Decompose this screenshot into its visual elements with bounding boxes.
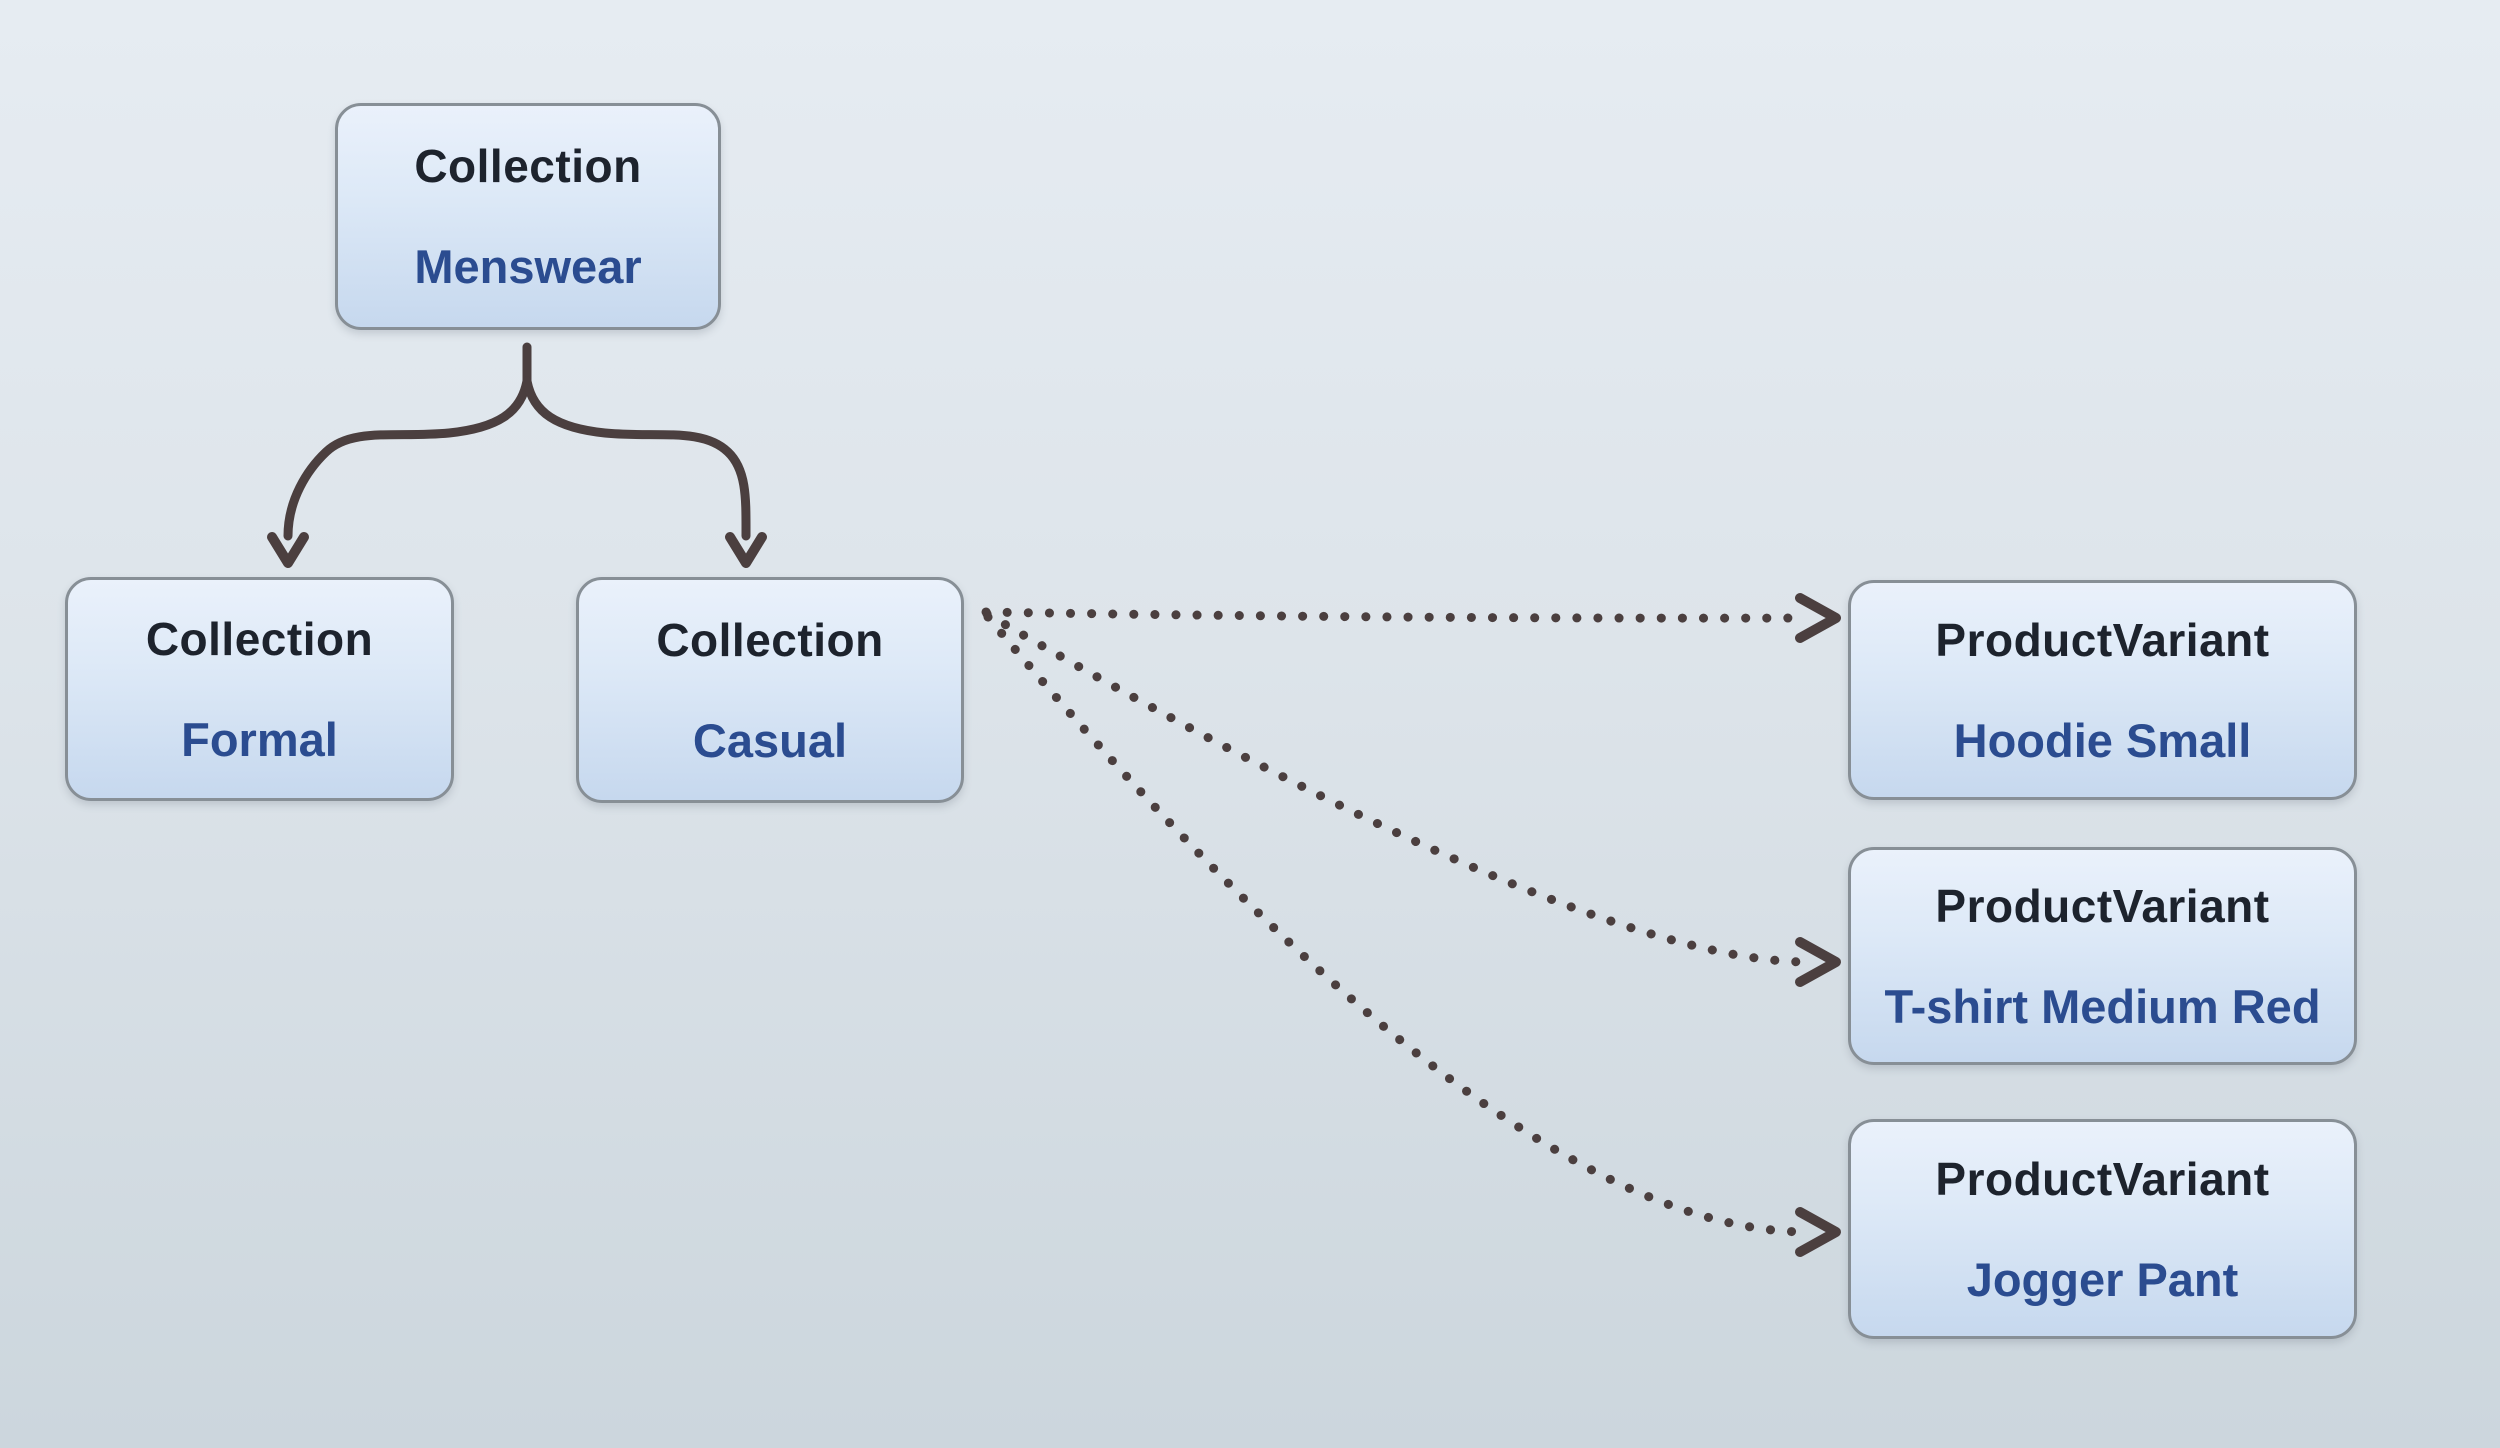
arrowhead-formal xyxy=(267,532,309,568)
edge-casual-tshirt xyxy=(982,609,1813,967)
node-collection-casual: Collection Casual xyxy=(576,577,964,803)
node-productvariant-hoodie-small: ProductVariant Hoodie Small xyxy=(1848,580,2357,800)
node-type: Collection xyxy=(414,140,642,192)
node-type: Collection xyxy=(656,613,884,666)
node-productvariant-jogger-pant: ProductVariant Jogger Pant xyxy=(1848,1119,2357,1339)
node-collection-menswear: Collection Menswear xyxy=(335,103,721,330)
node-productvariant-tshirt-medium-red: ProductVariant T-shirt Medium Red xyxy=(1848,847,2357,1065)
node-type: Collection xyxy=(145,612,374,665)
node-label: Menswear xyxy=(414,240,642,293)
node-label: Formal xyxy=(181,712,338,766)
arrowhead-jogger xyxy=(1795,1207,1841,1257)
node-type: ProductVariant xyxy=(1935,613,2270,666)
arrowhead-tshirt xyxy=(1795,937,1841,987)
node-label: Casual xyxy=(692,713,848,767)
edge-casual-jogger xyxy=(983,612,1813,1237)
node-label: Jogger Pant xyxy=(1966,1252,2239,1306)
node-type: ProductVariant xyxy=(1935,879,2270,932)
arrowhead-hoodie xyxy=(1795,593,1841,643)
node-type: ProductVariant xyxy=(1935,1152,2270,1205)
arrowhead-casual xyxy=(725,532,767,568)
node-collection-formal: Collection Formal xyxy=(65,577,454,801)
node-label: Hoodie Small xyxy=(1953,713,2252,767)
edge-casual-hoodie xyxy=(981,607,1813,623)
edge-menswear-casual xyxy=(522,376,751,541)
node-label: T-shirt Medium Red xyxy=(1884,979,2321,1033)
edge-menswear-formal xyxy=(283,376,532,541)
